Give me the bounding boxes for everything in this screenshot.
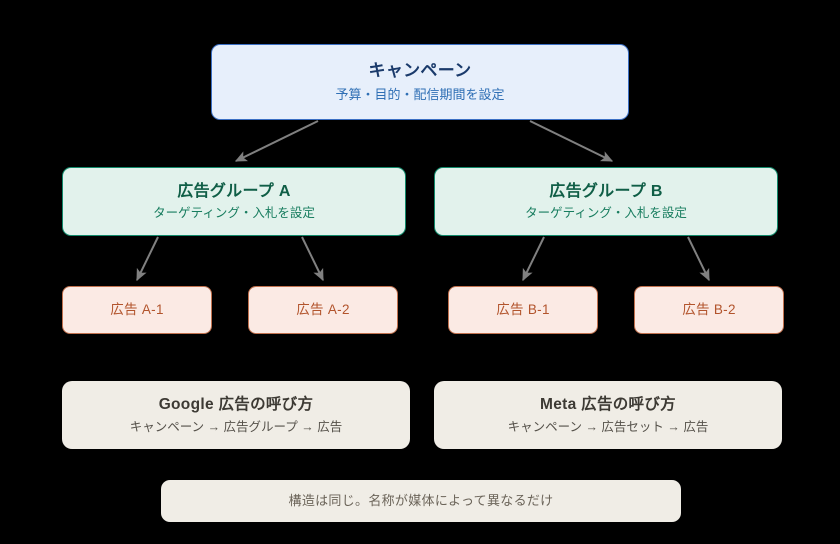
node-campaign-title: キャンペーン [368,61,472,81]
node-ad-group-b[interactable]: 広告グループ B ターゲティング・入札を設定 [434,167,778,236]
edge-group-b-to-ad-b1 [522,236,545,282]
node-ad-b1-title: 広告 B-1 [496,301,550,317]
edge-campaign-to-group-a [234,120,319,162]
node-ad-group-a-title: 広告グループ A [177,182,291,200]
note-meta-naming: Meta 広告の呼び方 キャンペーン → 広告セット → 広告 [434,381,782,449]
node-ad-group-b-subtitle: ターゲティング・入札を設定 [525,206,687,221]
node-ad-group-a-subtitle: ターゲティング・入札を設定 [153,206,315,221]
edge-group-b-to-ad-b2 [687,236,710,282]
node-ad-a2[interactable]: 広告 A-2 [248,286,398,334]
node-campaign-subtitle: 予算・目的・配信期間を設定 [335,87,505,103]
node-ad-b2-title: 広告 B-2 [682,301,736,317]
note-meta-naming-path: キャンペーン → 広告セット → 広告 [507,419,709,434]
node-ad-group-a[interactable]: 広告グループ A ターゲティング・入札を設定 [62,167,406,236]
note-summary: 構造は同じ。名称が媒体によって異なるだけ [161,480,681,522]
edge-campaign-to-group-b [529,120,614,162]
node-ad-a1-title: 広告 A-1 [110,301,164,317]
edge-group-a-to-ad-a1 [136,236,159,282]
note-summary-text: 構造は同じ。名称が媒体によって異なるだけ [288,493,554,509]
node-ad-a1[interactable]: 広告 A-1 [62,286,212,334]
note-meta-naming-title: Meta 広告の呼び方 [540,395,676,413]
node-ad-b2[interactable]: 広告 B-2 [634,286,784,334]
edge-group-a-to-ad-a2 [301,236,324,282]
node-ad-group-b-title: 広告グループ B [549,182,663,200]
note-google-naming-title: Google 広告の呼び方 [158,395,314,413]
note-google-naming: Google 広告の呼び方 キャンペーン → 広告グループ → 広告 [62,381,410,449]
node-campaign[interactable]: キャンペーン 予算・目的・配信期間を設定 [211,44,629,120]
node-ad-a2-title: 広告 A-2 [296,301,350,317]
node-ad-b1[interactable]: 広告 B-1 [448,286,598,334]
note-google-naming-path: キャンペーン → 広告グループ → 広告 [129,419,343,434]
